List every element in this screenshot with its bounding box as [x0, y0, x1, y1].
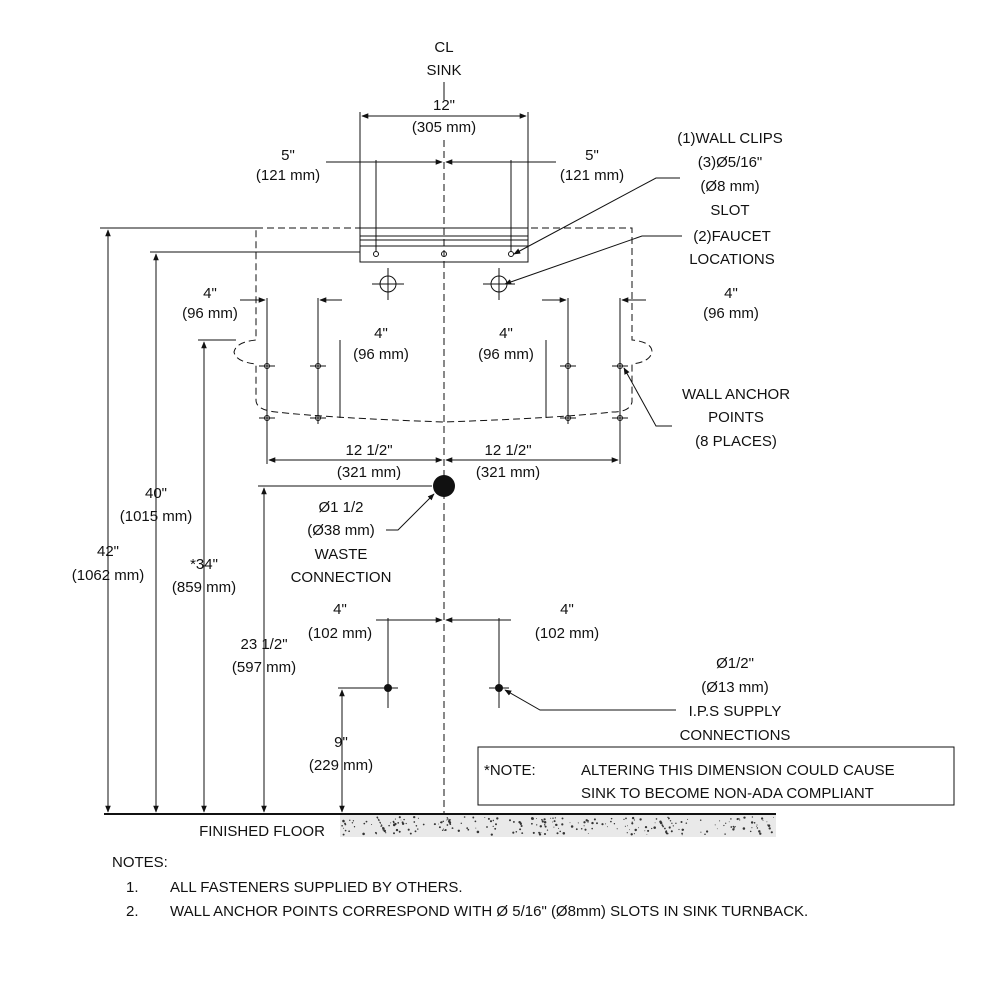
waste-connection — [433, 475, 455, 497]
supply-spacing-dimensions: 4" (102 mm) 4" (102 mm) — [308, 601, 599, 642]
svg-text:(229 mm): (229 mm) — [309, 757, 373, 774]
svg-text:4": 4" — [560, 601, 574, 618]
svg-text:(96 mm): (96 mm) — [182, 305, 238, 322]
anchor-spacing-dimensions: 4" (96 mm) 4" (96 mm) 4" (96 mm) 4" (96 … — [182, 285, 759, 424]
svg-text:ALTERING THIS DIMENSION COULD: ALTERING THIS DIMENSION COULD CAUSE — [581, 762, 895, 779]
centerline-symbol: CL SINK — [426, 39, 461, 79]
wall-clip-slot — [508, 251, 514, 257]
svg-text:4": 4" — [203, 285, 217, 302]
svg-text:CONNECTIONS: CONNECTIONS — [680, 727, 791, 744]
wall-clip-slot — [373, 251, 379, 257]
svg-text:40": 40" — [145, 485, 167, 502]
clip-left-in: 5" — [281, 147, 295, 164]
notes-section: NOTES: 1. ALL FASTENERS SUPPLIED BY OTHE… — [112, 854, 808, 920]
svg-text:*34": *34" — [190, 556, 218, 573]
svg-text:(1)WALL CLIPS: (1)WALL CLIPS — [677, 130, 783, 147]
svg-text:CONNECTION: CONNECTION — [291, 569, 392, 586]
svg-text:2.: 2. — [126, 903, 139, 920]
clip-offset-dimensions: 5" (121 mm) 5" (121 mm) — [256, 147, 624, 252]
svg-text:(102 mm): (102 mm) — [308, 625, 372, 642]
faucet-callout: (2)FAUCET LOCATIONS — [504, 228, 775, 285]
notes-heading: NOTES: — [112, 854, 168, 871]
clip-right-in: 5" — [585, 147, 599, 164]
centerline-mark: CL — [434, 39, 453, 56]
svg-text:4": 4" — [724, 285, 738, 302]
clip-span-dimension: 12" (305 mm) — [359, 97, 529, 228]
centerline-label: SINK — [426, 62, 461, 79]
finished-floor: FINISHED FLOOR — [104, 813, 776, 840]
svg-text:12 1/2": 12 1/2" — [345, 442, 392, 459]
svg-text:SLOT: SLOT — [710, 202, 749, 219]
svg-text:(Ø8 mm): (Ø8 mm) — [700, 178, 759, 195]
svg-text:WALL ANCHOR: WALL ANCHOR — [682, 386, 790, 403]
height-dimensions: 42" (1062 mm) 40" (1015 mm) *34" (859 mm… — [72, 227, 432, 813]
faucet-location-left — [372, 268, 404, 300]
floor-label: FINISHED FLOOR — [199, 823, 325, 840]
wall-clip-bracket — [359, 227, 529, 263]
svg-text:(Ø13 mm): (Ø13 mm) — [701, 679, 769, 696]
svg-text:4": 4" — [499, 325, 513, 342]
note-label: *NOTE: — [484, 762, 536, 779]
waste-callout: Ø1 1/2 (Ø38 mm) WASTE CONNECTION — [291, 493, 435, 586]
svg-text:(Ø38 mm): (Ø38 mm) — [307, 522, 375, 539]
svg-text:(8 PLACES): (8 PLACES) — [695, 433, 777, 450]
svg-text:12 1/2": 12 1/2" — [484, 442, 531, 459]
svg-text:1.: 1. — [126, 879, 139, 896]
svg-text:(597 mm): (597 mm) — [232, 659, 296, 676]
clip-span-in: 12" — [433, 97, 455, 114]
svg-text:LOCATIONS: LOCATIONS — [689, 251, 775, 268]
svg-text:SINK TO BECOME NON-ADA COMPLIA: SINK TO BECOME NON-ADA COMPLIANT — [581, 785, 874, 802]
svg-text:Ø1/2": Ø1/2" — [716, 655, 754, 672]
svg-text:(96 mm): (96 mm) — [353, 346, 409, 363]
svg-text:(1015 mm): (1015 mm) — [120, 508, 193, 525]
anchor-callout: WALL ANCHOR POINTS (8 PLACES) — [623, 367, 790, 450]
clip-span-mm: (305 mm) — [412, 119, 476, 136]
wall-clips-callout: (1)WALL CLIPS (3)Ø5/16" (Ø8 mm) SLOT — [513, 130, 783, 255]
supply-callout: Ø1/2" (Ø13 mm) I.P.S SUPPLY CONNECTIONS — [504, 655, 791, 744]
ada-note-box: *NOTE: ALTERING THIS DIMENSION COULD CAU… — [477, 746, 955, 806]
supply-connection-right — [489, 618, 509, 708]
svg-text:(321 mm): (321 mm) — [476, 464, 540, 481]
svg-text:POINTS: POINTS — [708, 409, 764, 426]
faucet-location-right — [483, 268, 515, 300]
svg-text:9": 9" — [334, 734, 348, 751]
svg-text:I.P.S SUPPLY: I.P.S SUPPLY — [689, 703, 782, 720]
note-item: ALL FASTENERS SUPPLIED BY OTHERS. — [170, 879, 463, 896]
svg-text:(96 mm): (96 mm) — [703, 305, 759, 322]
clip-right-mm: (121 mm) — [560, 167, 624, 184]
svg-text:WASTE: WASTE — [315, 546, 368, 563]
anchor-halfwidth-dimensions: 12 1/2" (321 mm) 12 1/2" (321 mm) — [266, 424, 621, 481]
svg-text:42": 42" — [97, 543, 119, 560]
svg-text:23 1/2": 23 1/2" — [240, 636, 287, 653]
svg-text:Ø1 1/2: Ø1 1/2 — [318, 499, 363, 516]
svg-text:(3)Ø5/16": (3)Ø5/16" — [698, 154, 763, 171]
svg-text:(1062 mm): (1062 mm) — [72, 567, 145, 584]
svg-text:4": 4" — [333, 601, 347, 618]
wall-clip-slot — [441, 251, 447, 257]
svg-text:(321 mm): (321 mm) — [337, 464, 401, 481]
svg-text:(2)FAUCET: (2)FAUCET — [693, 228, 771, 245]
sink-outline — [233, 227, 653, 423]
svg-text:(96 mm): (96 mm) — [478, 346, 534, 363]
svg-text:4": 4" — [374, 325, 388, 342]
svg-text:(859 mm): (859 mm) — [172, 579, 236, 596]
supply-connection-left — [378, 618, 398, 708]
clip-left-mm: (121 mm) — [256, 167, 320, 184]
svg-text:(102 mm): (102 mm) — [535, 625, 599, 642]
note-item: WALL ANCHOR POINTS CORRESPOND WITH Ø 5/1… — [170, 903, 808, 920]
